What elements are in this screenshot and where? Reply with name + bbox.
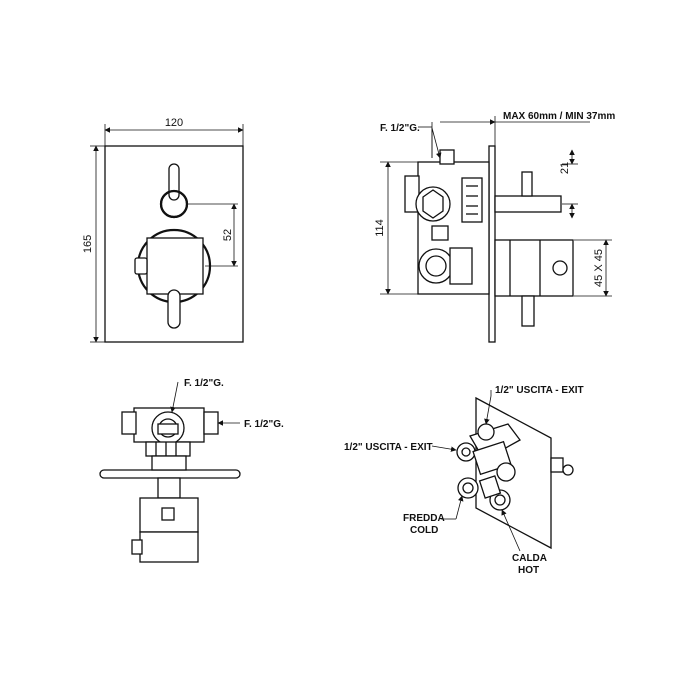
iso-hot-label-2: HOT bbox=[518, 565, 539, 576]
iso-cold-label-2: COLD bbox=[410, 525, 438, 536]
mixer-side-knob bbox=[134, 257, 148, 275]
side-view: MAX 60mm / MIN 37mm F. 1/2"G. 114 21 45 … bbox=[374, 111, 615, 343]
side-lower-fitting bbox=[418, 248, 454, 284]
top-upper-lever bbox=[157, 477, 181, 499]
top-wall-plate bbox=[99, 469, 241, 479]
iso-exit-left-label: 1/2" USCITA - EXIT bbox=[344, 442, 433, 453]
top-inlet-label-top: F. 1/2"G. bbox=[184, 378, 224, 389]
iso-top-exit bbox=[477, 423, 495, 441]
iso-exit-top-label: 1/2" USCITA - EXIT bbox=[495, 385, 584, 396]
top-inlet-label-right: F. 1/2"G. bbox=[244, 419, 284, 430]
iso-left-exit bbox=[456, 442, 476, 462]
iso-cold-fitting bbox=[457, 477, 479, 499]
iso-view: 1/2" USCITA - EXIT 1/2" USCITA - EXIT FR… bbox=[344, 385, 584, 576]
top-view: F. 1/2"G. F. 1/2"G. bbox=[99, 378, 284, 563]
mixer-lever bbox=[167, 289, 181, 329]
front-view: 120 165 52 bbox=[82, 117, 244, 343]
iso-cold-label-1: FREDDA bbox=[403, 513, 445, 524]
mixer-handle-block bbox=[146, 237, 204, 295]
side-wall-plate bbox=[488, 145, 496, 343]
depth-dimension: MAX 60mm / MIN 37mm bbox=[503, 111, 615, 122]
top-mixer-lever bbox=[139, 531, 199, 563]
side-height-dimension: 114 bbox=[374, 219, 386, 237]
iso-upper-fitting bbox=[496, 462, 516, 482]
block-dimension: 45 X 45 bbox=[593, 249, 605, 287]
side-inlet-label: F. 1/2"G. bbox=[380, 123, 420, 134]
width-dimension: 120 bbox=[165, 117, 183, 129]
offset-dimension: 21 bbox=[559, 162, 571, 174]
diverter-lever bbox=[168, 163, 180, 201]
side-upper-lever bbox=[494, 195, 562, 213]
height-dimension: 165 bbox=[82, 235, 94, 253]
spacing-dimension: 52 bbox=[222, 229, 234, 241]
iso-hot-label-1: CALDA bbox=[512, 553, 547, 564]
wall-plate bbox=[104, 145, 244, 343]
